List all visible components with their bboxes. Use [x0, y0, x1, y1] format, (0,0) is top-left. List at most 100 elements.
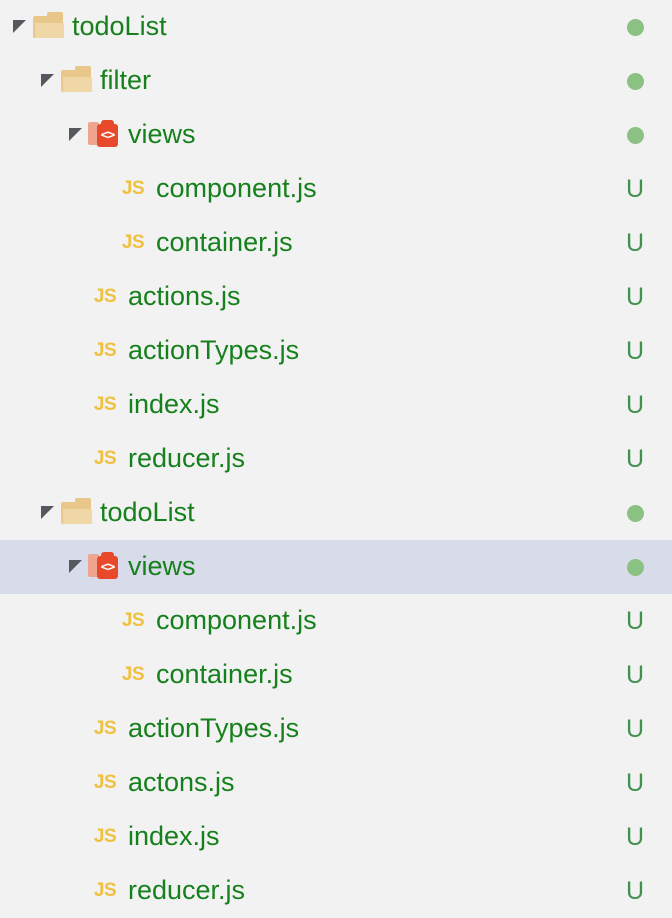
tree-row[interactable]: JS actionTypes.js U [0, 324, 672, 378]
tree-row[interactable]: JS reducer.js U [0, 864, 672, 918]
file-name-label: reducer.js [128, 874, 246, 905]
tree-row[interactable]: JS actions.js U [0, 270, 672, 324]
status-dot-icon [620, 0, 650, 54]
disclosure-triangle-expanded-icon[interactable] [10, 0, 32, 54]
js-file-icon: JS [93, 286, 117, 307]
folder-open-icon [60, 496, 94, 530]
status-dot-shape [626, 126, 644, 144]
untracked-status-label: U [625, 228, 645, 257]
status-dot-shape [626, 558, 644, 576]
js-file-icon: JS [121, 610, 145, 631]
status-badge: U [620, 648, 650, 702]
disclosure-spacer [66, 864, 88, 918]
js-file-icon: JS [93, 448, 117, 469]
status-badge: U [620, 162, 650, 216]
untracked-status-label: U [625, 714, 645, 743]
js-file-icon: JS [93, 394, 117, 415]
tree-row[interactable]: JS container.js U [0, 648, 672, 702]
js-file-icon: JS [121, 232, 145, 253]
tree-row[interactable]: filter [0, 54, 672, 108]
file-name-label: container.js [156, 226, 293, 257]
tree-row[interactable]: JS actionTypes.js U [0, 702, 672, 756]
folder-name-label: views [128, 118, 196, 149]
file-name-label: actionTypes.js [128, 334, 300, 365]
disclosure-triangle-expanded-icon[interactable] [66, 108, 88, 162]
untracked-status-label: U [625, 444, 645, 473]
status-dot-shape [626, 18, 644, 36]
untracked-status-label: U [625, 174, 645, 203]
tree-row[interactable]: JS index.js U [0, 378, 672, 432]
status-badge: U [620, 324, 650, 378]
folder-open-icon [32, 10, 66, 44]
status-badge: U [620, 432, 650, 486]
folder-name-label: todoList [72, 10, 167, 41]
untracked-status-label: U [625, 660, 645, 689]
status-badge: U [620, 864, 650, 918]
folder-open-icon [60, 64, 94, 98]
tree-row[interactable]: <>views [0, 540, 672, 594]
status-badge: U [620, 216, 650, 270]
js-file-icon: JS [93, 340, 117, 361]
file-name-label: actions.js [128, 280, 241, 311]
untracked-status-label: U [625, 606, 645, 635]
untracked-status-label: U [625, 876, 645, 905]
tree-row[interactable]: JS index.js U [0, 810, 672, 864]
file-name-label: container.js [156, 658, 293, 689]
status-dot-icon [620, 54, 650, 108]
tree-row[interactable]: todoList [0, 0, 672, 54]
disclosure-spacer [94, 216, 116, 270]
folder-name-label: views [128, 550, 196, 581]
views-code-folder-icon: <> [88, 550, 122, 584]
js-file-icon: JS [121, 178, 145, 199]
js-file-icon: JS [93, 880, 117, 901]
disclosure-triangle-expanded-icon[interactable] [38, 54, 60, 108]
disclosure-triangle-expanded-icon[interactable] [38, 486, 60, 540]
status-badge: U [620, 702, 650, 756]
js-file-icon: JS [93, 826, 117, 847]
js-file-icon: JS [121, 664, 145, 685]
js-file-icon: JS [93, 718, 117, 739]
tree-row[interactable]: JS container.js U [0, 216, 672, 270]
file-name-label: actons.js [128, 766, 235, 797]
file-name-label: component.js [156, 172, 317, 203]
untracked-status-label: U [625, 282, 645, 311]
disclosure-spacer [66, 810, 88, 864]
untracked-status-label: U [625, 390, 645, 419]
disclosure-spacer [94, 594, 116, 648]
file-name-label: actionTypes.js [128, 712, 300, 743]
disclosure-spacer [94, 162, 116, 216]
disclosure-spacer [66, 432, 88, 486]
tree-row[interactable]: JS component.js U [0, 162, 672, 216]
disclosure-triangle-expanded-icon[interactable] [66, 540, 88, 594]
disclosure-spacer [66, 270, 88, 324]
status-badge: U [620, 270, 650, 324]
untracked-status-label: U [625, 336, 645, 365]
status-badge: U [620, 378, 650, 432]
file-name-label: index.js [128, 820, 220, 851]
disclosure-spacer [66, 378, 88, 432]
disclosure-spacer [66, 702, 88, 756]
file-name-label: index.js [128, 388, 220, 419]
file-name-label: reducer.js [128, 442, 246, 473]
views-code-folder-icon: <> [88, 118, 122, 152]
status-dot-icon [620, 540, 650, 594]
status-badge: U [620, 810, 650, 864]
disclosure-spacer [94, 648, 116, 702]
folder-name-label: filter [100, 64, 152, 95]
status-dot-shape [626, 504, 644, 522]
tree-row[interactable]: todoList [0, 486, 672, 540]
tree-row[interactable]: JS reducer.js U [0, 432, 672, 486]
code-chevron-glyph: <> [100, 128, 116, 143]
status-badge: U [620, 756, 650, 810]
untracked-status-label: U [625, 768, 645, 797]
status-badge: U [620, 594, 650, 648]
folder-name-label: todoList [100, 496, 195, 527]
status-dot-icon [620, 108, 650, 162]
untracked-status-label: U [625, 822, 645, 851]
status-dot-shape [626, 72, 644, 90]
tree-row[interactable]: <> views [0, 108, 672, 162]
disclosure-spacer [66, 324, 88, 378]
